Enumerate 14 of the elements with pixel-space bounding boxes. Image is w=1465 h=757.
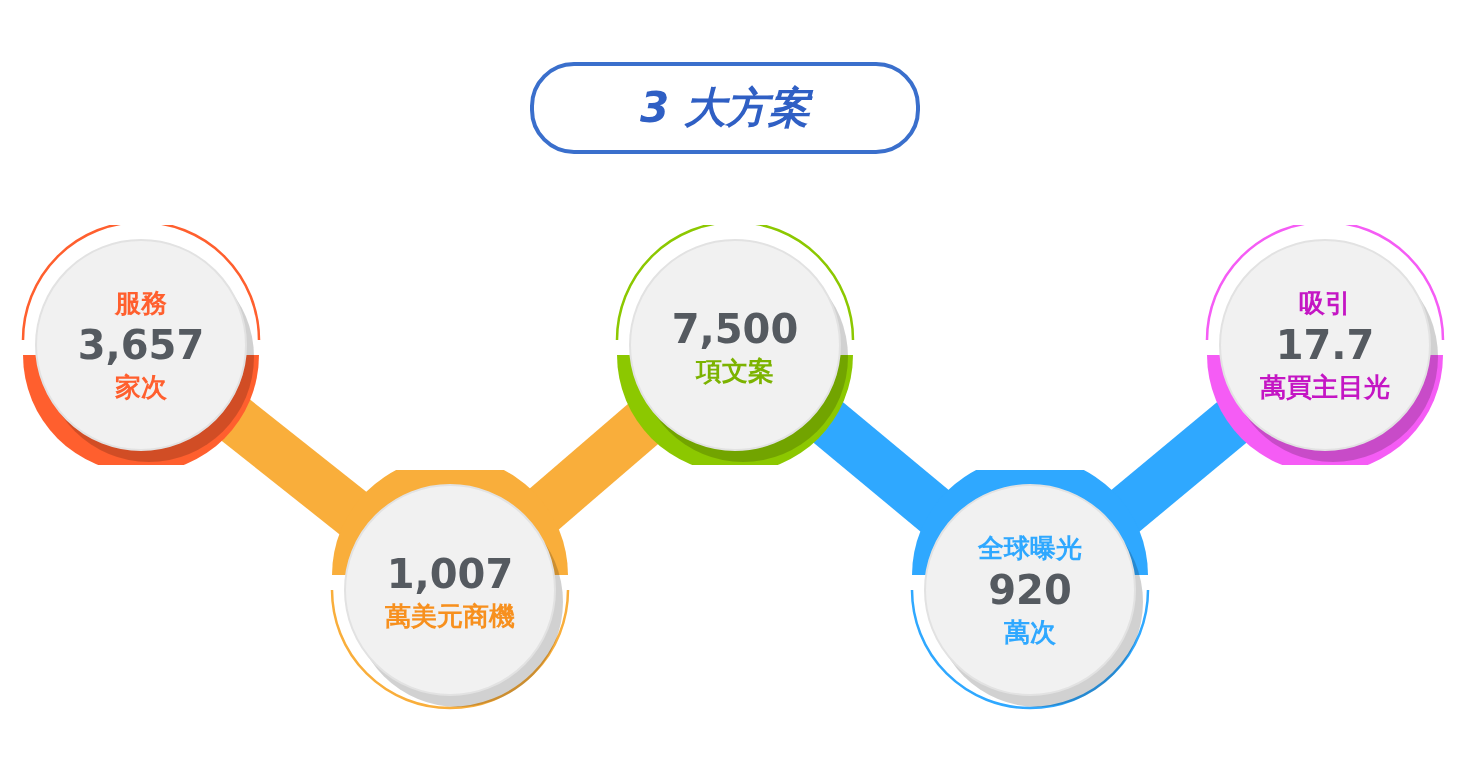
title-pill: 3 大方案 — [530, 62, 920, 154]
stat-number: 7,500 — [671, 304, 799, 354]
stat-label: 家次 — [115, 371, 167, 404]
stat-label: 萬買主目光 — [1260, 371, 1390, 404]
stat-label: 吸引 — [1299, 286, 1351, 319]
stat-number: 17.7 — [1275, 321, 1375, 370]
stat-label: 項文案 — [696, 354, 774, 388]
stat-label: 服務 — [115, 286, 167, 319]
stat-number: 920 — [988, 566, 1072, 615]
stat-number: 1,007 — [386, 549, 514, 599]
stat-label: 萬美元商機 — [385, 599, 515, 633]
stat-label: 全球曝光 — [978, 531, 1082, 564]
stat-number: 3,657 — [77, 321, 205, 370]
stat-label: 萬次 — [1004, 616, 1056, 649]
